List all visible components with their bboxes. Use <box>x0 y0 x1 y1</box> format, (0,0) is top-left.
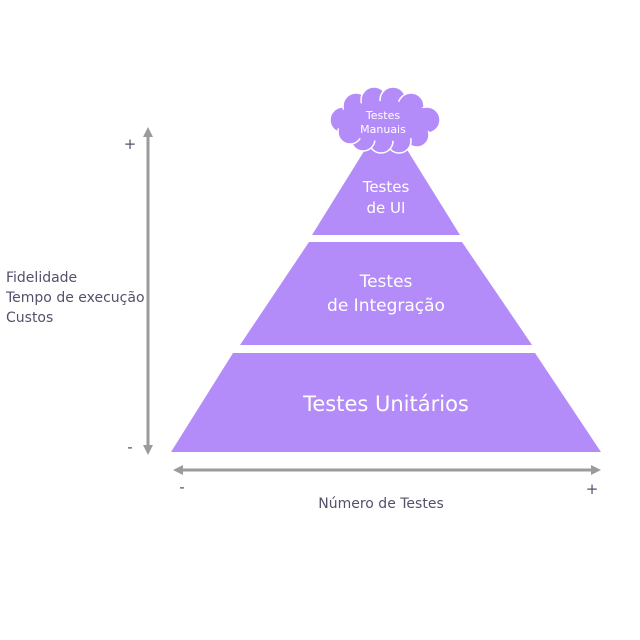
vertical-axis-minus: - <box>127 438 132 456</box>
horizontal-axis-minus: - <box>179 478 184 496</box>
unit-tests-label: Testes Unitários <box>302 392 469 416</box>
integration-tests-label-line2: de Integração <box>327 296 445 316</box>
unit-tests-layer <box>171 353 601 452</box>
horizontal-axis-arrow-right <box>591 465 601 475</box>
vertical-axis-arrow-top <box>143 127 153 137</box>
vertical-axis-label-costs: Custos <box>6 310 54 326</box>
vertical-axis-label-execution-time: Tempo de execução <box>6 290 145 306</box>
integration-tests-label-line1: Testes <box>359 272 413 292</box>
vertical-axis-label-fidelity: Fidelidade <box>6 270 78 286</box>
manual-tests-cloud: Testes Manuais <box>329 86 441 154</box>
horizontal-axis-plus: + <box>586 480 599 498</box>
ui-tests-layer <box>312 148 460 235</box>
vertical-axis-arrow-bottom <box>143 445 153 455</box>
horizontal-axis-label: Número de Testes <box>318 496 444 512</box>
integration-tests-layer <box>240 242 532 345</box>
ui-tests-label-line1: Testes <box>362 178 410 196</box>
horizontal-axis: - + Número de Testes <box>173 465 601 512</box>
manual-tests-label-line2: Manuais <box>360 123 406 136</box>
vertical-axis: + - <box>124 127 153 456</box>
horizontal-axis-arrow-left <box>173 465 183 475</box>
pyramid: Testes Unitários Testes de Integração Te… <box>171 148 601 452</box>
ui-tests-label-line2: de UI <box>367 199 406 217</box>
manual-tests-label-line1: Testes <box>365 109 400 122</box>
vertical-axis-plus: + <box>124 135 137 153</box>
vertical-axis-label: Fidelidade Tempo de execução Custos <box>6 268 145 328</box>
